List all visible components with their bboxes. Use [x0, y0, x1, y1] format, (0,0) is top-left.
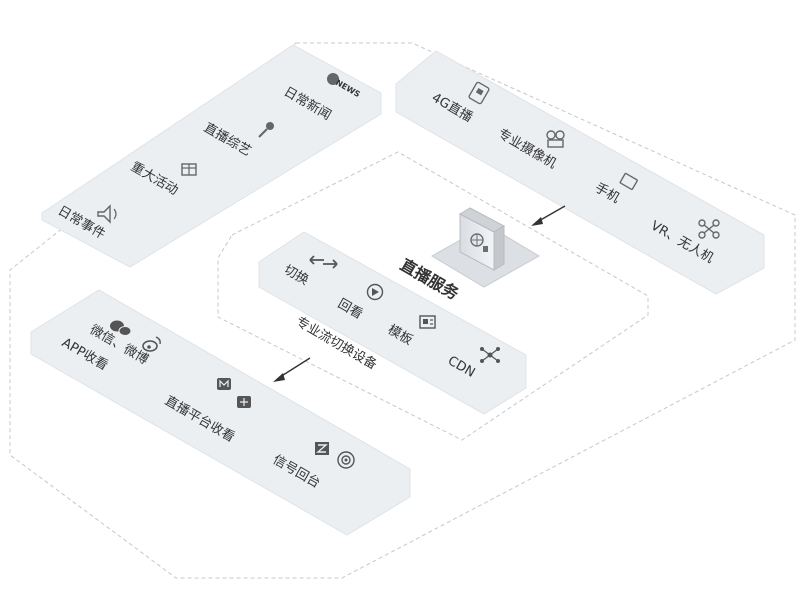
live-server-icon	[431, 207, 540, 288]
outer-dashed-frame	[9, 42, 796, 579]
arrow-service-to-outputs	[273, 357, 311, 382]
devices-panel	[395, 50, 765, 295]
center-dashed-region	[217, 151, 649, 441]
speaker-icon	[97, 204, 117, 224]
template-icon	[419, 315, 436, 329]
signal-icon	[315, 442, 355, 469]
phone-icon	[619, 172, 638, 191]
sources-panel	[41, 44, 382, 268]
live-platform-icon	[217, 378, 251, 408]
switch-icon	[309, 255, 338, 269]
weibo-icon	[142, 336, 161, 352]
drone-icon	[698, 219, 720, 239]
arrow-devices-to-service	[531, 205, 566, 226]
wechat-icon	[110, 320, 132, 336]
playback-icon	[366, 283, 384, 301]
video-camera-icon	[546, 130, 565, 148]
outputs-panel	[30, 289, 411, 536]
service-tools-panel	[258, 231, 527, 415]
microphone-icon	[258, 122, 274, 138]
tablet-4g-icon	[468, 81, 490, 105]
cdn-network-icon	[480, 347, 500, 363]
gift-icon	[181, 163, 197, 176]
